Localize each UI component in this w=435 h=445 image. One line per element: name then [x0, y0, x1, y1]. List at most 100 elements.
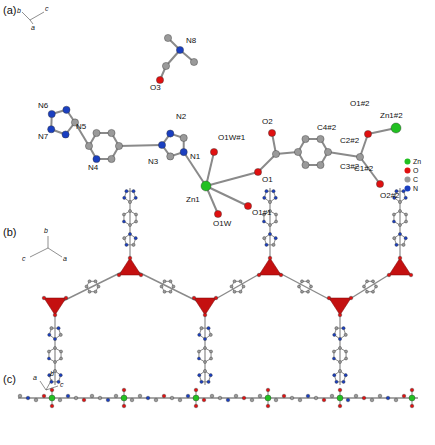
atom — [169, 280, 172, 283]
atom — [204, 347, 207, 350]
atom — [106, 398, 110, 402]
zn-tetrahedron — [44, 298, 66, 315]
atom — [138, 394, 142, 398]
atom — [244, 202, 251, 209]
bond — [54, 305, 55, 385]
atom — [314, 396, 318, 400]
atom — [410, 388, 414, 392]
atom-label: O1 — [262, 176, 273, 184]
atom — [250, 398, 254, 402]
atom — [410, 404, 414, 408]
atom — [234, 394, 238, 398]
atom — [160, 285, 163, 288]
bond — [270, 268, 340, 305]
atom — [198, 333, 201, 336]
atom — [59, 374, 62, 377]
atom — [322, 398, 326, 402]
atom — [203, 369, 206, 372]
panel-letter: (b) — [3, 227, 16, 238]
atom — [272, 150, 279, 157]
atom — [269, 224, 272, 227]
atom — [307, 290, 310, 293]
atom — [42, 394, 46, 398]
atom — [268, 200, 271, 203]
axis-label: b — [17, 7, 21, 14]
atom — [48, 333, 51, 336]
atom — [94, 290, 97, 293]
atom — [42, 296, 46, 300]
atom — [392, 213, 395, 216]
atom — [156, 76, 163, 83]
atom-label: C4#2 — [317, 124, 336, 132]
atom — [398, 232, 401, 235]
zn-tetrahedron — [119, 258, 141, 275]
atom — [404, 196, 407, 199]
atom — [239, 290, 242, 293]
bond — [129, 188, 130, 268]
atom — [335, 380, 338, 383]
axis-line — [48, 248, 62, 257]
bond — [204, 305, 205, 385]
atom — [122, 220, 125, 223]
atom — [279, 273, 283, 277]
atom-label: O3 — [150, 84, 161, 92]
atom — [399, 210, 402, 213]
atom-label: C1#2 — [354, 165, 373, 173]
atom — [405, 220, 408, 223]
atom-label: O2#2 — [380, 192, 400, 200]
atom — [48, 126, 55, 133]
atom — [338, 313, 342, 317]
atom — [203, 337, 206, 340]
atom — [324, 148, 331, 155]
atom — [210, 350, 213, 353]
atom — [203, 313, 207, 317]
zn-tetrahedron — [329, 298, 351, 315]
atom — [345, 357, 348, 360]
atom — [85, 142, 92, 149]
atom — [378, 394, 382, 398]
legend-entry: N — [404, 185, 418, 192]
atom — [167, 153, 174, 160]
atom — [391, 123, 401, 133]
atom — [263, 237, 266, 240]
atom — [254, 168, 261, 175]
atom — [302, 135, 309, 142]
atom — [48, 110, 55, 117]
atom — [242, 396, 246, 400]
atom-label: N6 — [38, 102, 48, 110]
bond — [55, 268, 130, 305]
atom — [50, 404, 54, 408]
atom — [398, 256, 402, 260]
atom — [402, 243, 405, 246]
atom — [60, 350, 63, 353]
atom — [53, 313, 57, 317]
atom — [186, 394, 190, 398]
atom — [301, 280, 304, 283]
atom — [197, 350, 200, 353]
atom-label: N5 — [76, 123, 86, 131]
atom — [290, 396, 294, 400]
legend-entry: C — [404, 176, 418, 183]
atom — [317, 161, 324, 168]
legend-swatch-box — [404, 176, 411, 183]
axis-line — [40, 381, 46, 390]
atom — [402, 394, 406, 398]
atom — [74, 396, 78, 400]
atom — [146, 396, 150, 400]
zn-tetrahedron — [194, 298, 216, 315]
bond — [206, 152, 214, 186]
atom — [210, 394, 214, 398]
atom — [94, 280, 97, 283]
atom — [335, 327, 338, 330]
atom — [192, 296, 196, 300]
atom — [207, 380, 210, 383]
atom — [218, 396, 222, 400]
atom — [395, 243, 398, 246]
bond — [339, 305, 340, 385]
atom-label: O1#2 — [350, 100, 370, 108]
atom — [62, 131, 69, 138]
atom — [298, 285, 301, 288]
atom — [387, 273, 391, 277]
atom — [349, 296, 353, 300]
